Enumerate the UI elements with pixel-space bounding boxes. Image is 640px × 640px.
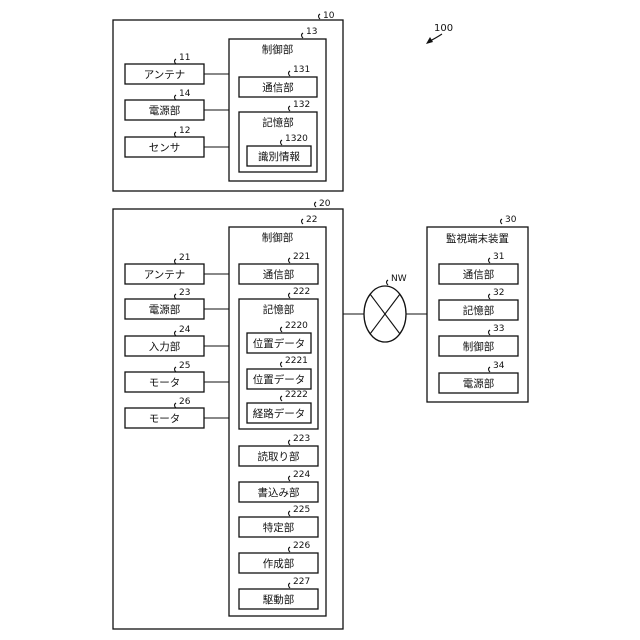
- device-20-input-label: 入力部: [149, 340, 181, 353]
- device-20-storage-label: 記憶部: [263, 303, 295, 316]
- device-20-read-ref: 223: [293, 434, 310, 444]
- network-ref: NW: [391, 274, 407, 284]
- device-10-storage-ref: 132: [293, 100, 310, 110]
- network: NW: [343, 274, 427, 342]
- system-reference: 100: [426, 23, 453, 44]
- device-20-leader: [315, 202, 317, 207]
- device-10-storage-label: 記憶部: [262, 116, 294, 129]
- device-20-control-label: 制御部: [262, 231, 294, 244]
- terminal-30-power-ref: 34: [493, 361, 505, 371]
- terminal-30-control-label: 制御部: [463, 340, 495, 353]
- device-20-antenna-label: アンテナ: [144, 269, 186, 281]
- system-ref-number: 100: [434, 23, 453, 34]
- device-20-ref: 20: [319, 199, 331, 209]
- network-leader: [387, 280, 389, 285]
- device-10-id-info-label: 識別情報: [258, 150, 300, 163]
- device-10-leader: [319, 14, 321, 19]
- device-10-control-ref: 13: [306, 27, 317, 37]
- device-20-read-label: 読取り部: [258, 450, 300, 463]
- device-20-pos1-ref: 2220: [285, 321, 308, 331]
- device-20-motor-2-label: モータ: [149, 413, 181, 425]
- device-10-power-ref: 14: [179, 89, 191, 99]
- device-20-power-label: 電源部: [149, 303, 181, 316]
- device-20-identify-label: 特定部: [263, 521, 295, 534]
- device-20-write-ref: 224: [293, 470, 310, 480]
- device-10-comm-ref: 131: [293, 65, 310, 75]
- device-10-control-label: 制御部: [262, 43, 294, 56]
- terminal-30-control-ref: 33: [493, 324, 504, 334]
- device-20-route-ref: 2222: [285, 390, 308, 400]
- device-20-input-ref: 24: [179, 325, 191, 335]
- terminal-30-leader: [501, 219, 503, 224]
- device-10-comm-label: 通信部: [262, 81, 294, 94]
- device-20-create-ref: 226: [293, 541, 310, 551]
- device-20-comm-label: 通信部: [263, 268, 295, 281]
- device-10: 10 アンテナ 11 電源部 14 センサ 12 制御部 13 通信部 131 …: [113, 11, 343, 191]
- device-20-comm-ref: 221: [293, 252, 310, 262]
- device-20-write-label: 書込み部: [258, 486, 300, 499]
- terminal-30-comm-ref: 31: [493, 252, 504, 262]
- device-10-ref: 10: [323, 11, 335, 21]
- device-10-antenna-ref: 11: [179, 53, 190, 63]
- device-20-motor-1-label: モータ: [149, 377, 181, 389]
- device-10-id-info-ref: 1320: [285, 134, 308, 144]
- device-20-motor-1-ref: 25: [179, 361, 190, 371]
- terminal-30: 監視端末装置 30 通信部 31 記憶部 32 制御部 33 電源部 34: [427, 215, 528, 402]
- terminal-30-storage-label: 記憶部: [463, 304, 495, 317]
- device-20-route-label: 経路データ: [253, 407, 306, 420]
- device-20-drive-label: 駆動部: [263, 593, 295, 606]
- device-20-create-label: 作成部: [263, 557, 295, 570]
- device-20-identify-ref: 225: [293, 505, 310, 515]
- device-10-sensor-label: センサ: [149, 142, 181, 154]
- device-10-antenna-label: アンテナ: [144, 69, 186, 81]
- terminal-30-label: 監視端末装置: [446, 232, 509, 245]
- system-ref-arrowhead: [426, 37, 433, 44]
- terminal-30-ref: 30: [505, 215, 517, 225]
- terminal-30-comm-label: 通信部: [463, 268, 495, 281]
- device-20-pos2-label: 位置データ: [253, 373, 306, 386]
- device-20-motor-2-ref: 26: [179, 397, 191, 407]
- device-20-pos1-label: 位置データ: [253, 337, 306, 350]
- terminal-30-storage-ref: 32: [493, 288, 504, 298]
- device-20-antenna-ref: 21: [179, 253, 190, 263]
- device-10-sensor-ref: 12: [179, 126, 190, 136]
- device-20-pos2-ref: 2221: [285, 356, 308, 366]
- device-20-power-ref: 23: [179, 288, 190, 298]
- terminal-30-power-label: 電源部: [463, 377, 495, 390]
- device-20-storage-ref: 222: [293, 287, 310, 297]
- device-20-control-ref: 22: [306, 215, 317, 225]
- device-20-drive-ref: 227: [293, 577, 310, 587]
- device-10-power-label: 電源部: [149, 104, 181, 117]
- device-20: 20 アンテナ 21 電源部 23 入力部 24 モータ 25 モータ 26 制: [113, 199, 343, 629]
